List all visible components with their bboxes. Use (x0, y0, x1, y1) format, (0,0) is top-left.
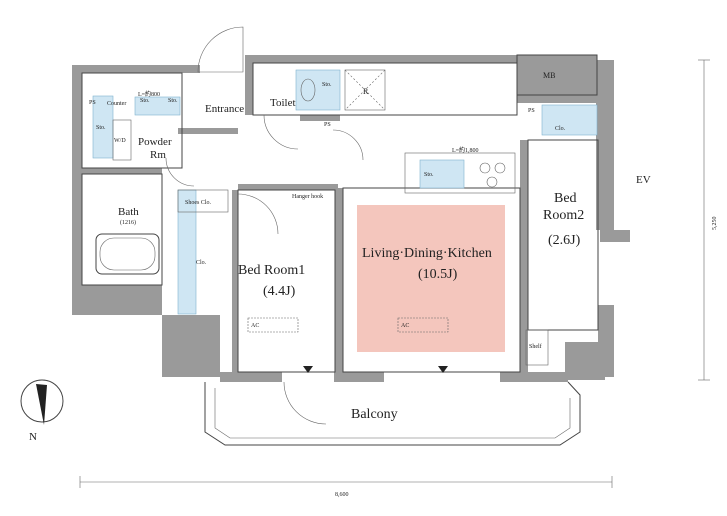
label-bath-size: (1216) (120, 219, 136, 226)
label-bedroom2-size: (2.6J) (548, 233, 581, 248)
doors (165, 26, 364, 425)
label-ac-2: AC (401, 323, 409, 329)
labels: Entrance Toilet MB Powder Rm Bath (1216)… (29, 71, 718, 498)
label-sto-1: Sto. (96, 125, 106, 131)
label-closet-right: Clo. (555, 126, 566, 132)
label-shoes-closet: Shoes Clo. (185, 200, 212, 206)
label-sto-toilet: Sto. (322, 82, 332, 88)
window-markers (303, 366, 448, 373)
label-mb: MB (543, 71, 555, 80)
north-arrow-icon (20, 379, 64, 425)
ldk-highlight (357, 205, 505, 352)
label-ps-right: PS (528, 108, 535, 114)
label-ev: EV (636, 174, 651, 186)
balcony (204, 381, 581, 446)
label-shelf: Shelf (529, 343, 542, 350)
label-ac-1: AC (251, 323, 259, 329)
label-counter: Counter (107, 101, 126, 107)
label-r-mark: R (363, 87, 369, 96)
dimension-depth: 5,250 (712, 217, 718, 231)
label-sto-2: Sto. (140, 98, 150, 104)
dimension-lines (79, 59, 710, 488)
label-bedroom1: Bed Room1 (238, 263, 305, 278)
label-ldk: Living·Dining·Kitchen (362, 246, 492, 261)
label-hanger-hook: Hanger hook (292, 194, 323, 200)
label-l-vanity: L=約800 (138, 90, 160, 98)
label-closet-left: Clo. (196, 260, 207, 266)
fixtures (92, 69, 598, 366)
label-ps-left: PS (89, 100, 96, 106)
label-bedroom2-1: Bed (554, 191, 577, 206)
label-sto-kitchen: Sto. (424, 172, 434, 178)
label-l-kitchen: L=約1,800 (452, 146, 479, 154)
label-powder-rm-2: Rm (150, 149, 166, 161)
label-entrance: Entrance (205, 103, 244, 115)
label-ldk-size: (10.5J) (418, 267, 458, 282)
dimension-width: 8,600 (335, 492, 349, 498)
walls (72, 55, 630, 382)
label-bath: Bath (118, 206, 139, 218)
label-ps-toilet: PS (324, 122, 331, 128)
label-north: N (29, 431, 37, 443)
label-balcony: Balcony (351, 407, 398, 422)
label-powder-rm-1: Powder (138, 136, 172, 148)
label-toilet: Toilet (270, 97, 296, 109)
label-bedroom1-size: (4.4J) (263, 284, 296, 299)
label-bedroom2-2: Room2 (543, 208, 584, 223)
label-wd: W/D (114, 138, 126, 144)
label-sto-3: Sto. (168, 98, 178, 104)
